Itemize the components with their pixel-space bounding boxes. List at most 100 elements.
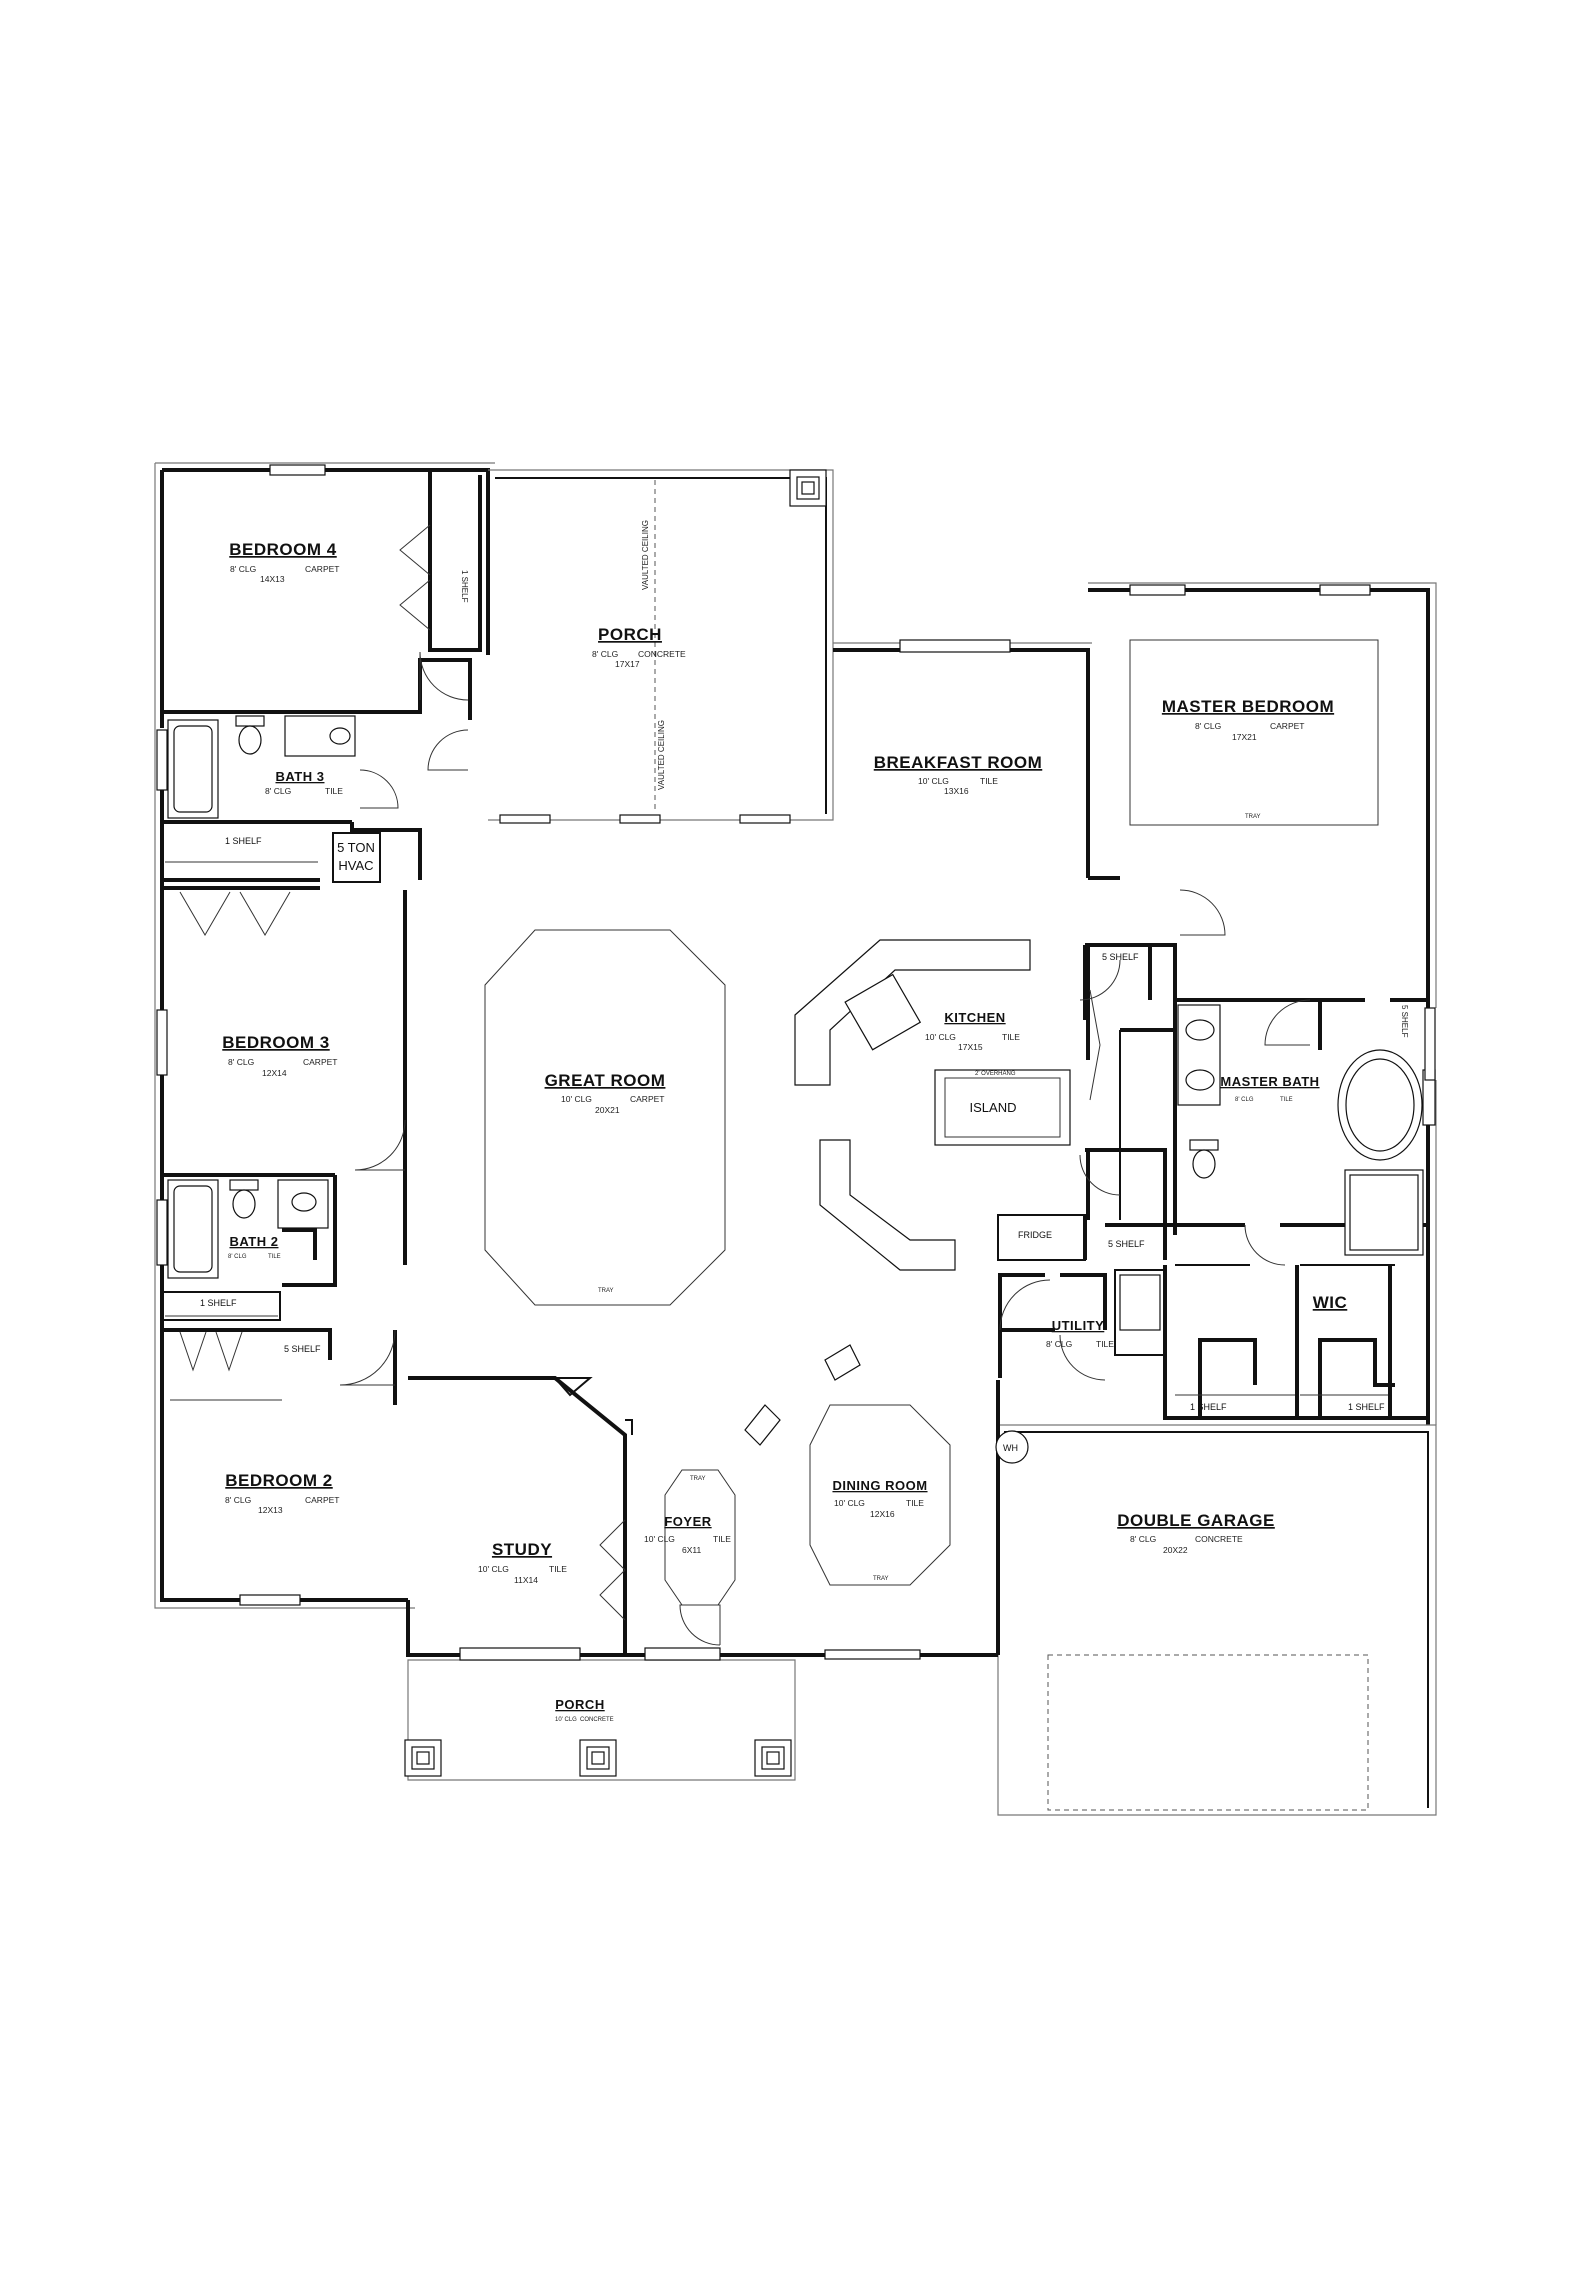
shelf-label: 5 SHELF [1108,1239,1145,1249]
window [156,1199,168,1266]
toilet-icon [235,715,265,727]
hvac-label: HVAC [338,858,373,873]
window [1319,584,1371,596]
room-name-double-garage: DOUBLE GARAGE [1117,1511,1275,1530]
window [239,1594,301,1606]
column-icon [789,469,827,507]
window [156,1009,168,1076]
hvac-label: 5 TON [337,840,375,855]
room-name-front-porch: PORCH [555,1697,604,1712]
kitchen-counter [819,1139,956,1271]
room-name-study: STUDY [492,1540,552,1559]
room-floor: TILE [1002,1032,1020,1042]
room-floor: CARPET [630,1094,664,1104]
room-floor: TILE [1096,1339,1114,1349]
room-ceiling: 10' CLG [925,1032,956,1042]
room-name-dining-room: DINING ROOM [832,1478,927,1493]
room-floor: CARPET [1270,721,1304,731]
room-ceiling: 8' CLG [225,1495,251,1505]
window [459,1647,581,1661]
kitchen-counter [794,939,1031,1086]
island [934,1069,1071,1146]
room-floor: CARPET [303,1057,337,1067]
vaulted-label: VAULTED CEILING [657,720,666,790]
window [269,464,326,476]
column-icon [579,1739,617,1777]
island-label: ISLAND [970,1100,1017,1115]
toilet-icon [229,1179,259,1191]
shelf-label: 1 SHELF [225,836,262,846]
room-size: 17X17 [615,659,640,669]
room-name-great-room: GREAT ROOM [545,1071,666,1090]
room-name-kitchen: KITCHEN [944,1010,1005,1025]
window [499,814,551,824]
room-ceiling: 10' CLG [561,1094,592,1104]
overhang-label: 2' OVERHANG [975,1071,1016,1077]
tray-label: TRAY [873,1576,889,1582]
window [824,1649,921,1660]
room-floor: TILE [325,786,343,796]
room-size: 12X14 [262,1068,287,1078]
room-ceiling: 10' CLG [478,1564,509,1574]
fixtures [165,469,1424,1811]
shelf-label: 5 SHELF [1400,1005,1409,1038]
tray-ceiling-master [1129,639,1379,826]
room-name-master-bath: MASTER BATH [1220,1074,1319,1089]
room-name-breakfast: BREAKFAST ROOM [874,753,1043,772]
tray-ceiling-dining [809,1404,951,1586]
room-name-bedroom-4: BEDROOM 4 [229,540,337,559]
water-heater-icon [995,1430,1029,1464]
room-ceiling: 8' CLG [592,649,618,659]
room-name-porch: PORCH [598,625,662,644]
window [619,814,661,824]
room-ceiling: 8' CLG [228,1057,254,1067]
shelf-label: 1 SHELF [1348,1402,1385,1412]
room-ceiling: 8' CLG [228,1254,247,1260]
room-ceiling: 8' CLG [1130,1534,1156,1544]
room-size: 17X21 [1232,732,1257,742]
room-floor: TILE [1280,1097,1293,1103]
sink-icon [844,973,922,1051]
window [1129,584,1186,596]
windows [156,464,1436,1661]
tray-label: TRAY [1245,814,1261,820]
room-ceiling: 8' CLG [265,786,291,796]
room-ceiling: 8' CLG [1195,721,1221,731]
room-size: 20X21 [595,1105,620,1115]
utility-sink-icon [1119,1274,1161,1331]
shelf-label: 1 SHELF [200,1298,237,1308]
fireplace-icon [744,1404,781,1446]
room-ceiling: 8' CLG [230,564,256,574]
fireplace-icon [824,1344,861,1381]
room-labels: BEDROOM 4 8' CLG CARPET 14X13 PORCH 8' C… [200,520,1409,1723]
vaulted-label: VAULTED CEILING [641,520,650,590]
tray-ceiling-foyer [664,1469,736,1606]
window [156,729,168,791]
room-name-utility: UTILITY [1052,1318,1105,1333]
room-floor: CONCRETE [1195,1534,1243,1544]
room-size: 13X16 [944,786,969,796]
tray-label: TRAY [598,1288,614,1294]
room-name-bath-3: BATH 3 [276,769,325,784]
room-floor: CARPET [305,564,339,574]
tray-label: TRAY [690,1476,706,1482]
room-size: 12X16 [870,1509,895,1519]
room-ceiling: 10' CLG [918,776,949,786]
shelf-label: 5 SHELF [284,1344,321,1354]
room-name-bath-2: BATH 2 [230,1234,279,1249]
doors [179,524,1311,1646]
room-size: 17X15 [958,1042,983,1052]
room-floor: TILE [713,1534,731,1544]
room-size: 12X13 [258,1505,283,1515]
room-floor: TILE [980,776,998,786]
window [739,814,791,824]
room-floor: TILE [549,1564,567,1574]
garage-door [1047,1654,1369,1811]
room-name-foyer: FOYER [664,1514,711,1529]
room-ceiling: 10' CLG [834,1498,865,1508]
room-size: 11X14 [514,1575,538,1585]
exterior-walls [154,462,1437,1816]
room-size: 6X11 [682,1545,701,1555]
interior-walls [161,470,1428,1655]
